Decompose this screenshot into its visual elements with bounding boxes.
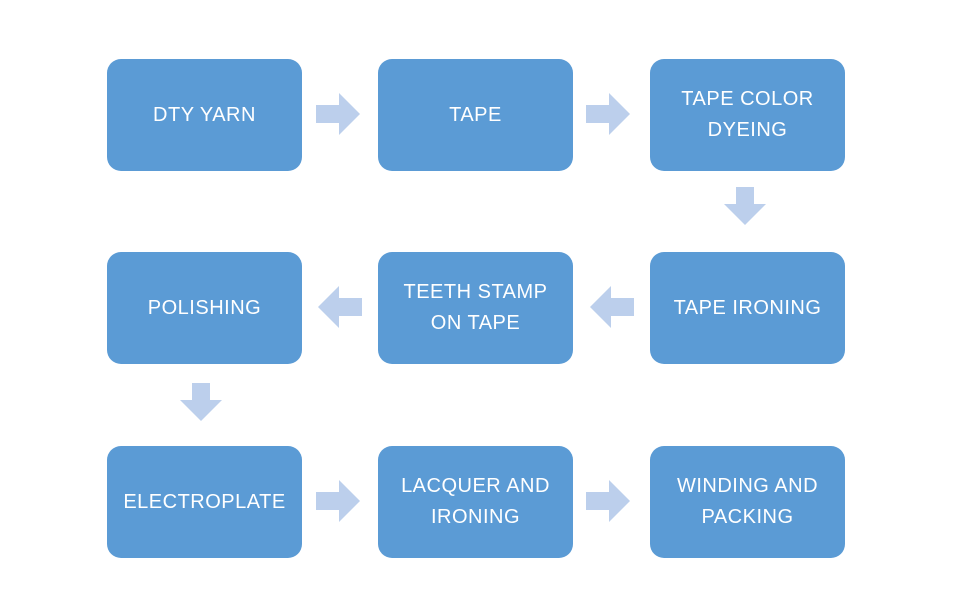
- flow-node-tape-color-dyeing: TAPE COLOR DYEING: [650, 59, 845, 171]
- flow-node-teeth-stamp-on-tape: TEETH STAMP ON TAPE: [378, 252, 573, 364]
- arrow-down-icon: [724, 187, 766, 225]
- arrow-down-icon: [180, 383, 222, 421]
- arrow-right-icon: [586, 93, 630, 135]
- arrow-right-icon: [586, 480, 630, 522]
- arrow-right-icon: [316, 93, 360, 135]
- flow-node-tape: TAPE: [378, 59, 573, 171]
- arrow-left-icon: [590, 286, 634, 328]
- flow-node-polishing: POLISHING: [107, 252, 302, 364]
- flow-node-dty-yarn: DTY YARN: [107, 59, 302, 171]
- arrow-right-icon: [316, 480, 360, 522]
- flow-node-tape-ironing: TAPE IRONING: [650, 252, 845, 364]
- flow-node-lacquer-and-ironing: LACQUER AND IRONING: [378, 446, 573, 558]
- flow-node-electroplate: ELECTROPLATE: [107, 446, 302, 558]
- flow-node-winding-and-packing: WINDING AND PACKING: [650, 446, 845, 558]
- arrow-left-icon: [318, 286, 362, 328]
